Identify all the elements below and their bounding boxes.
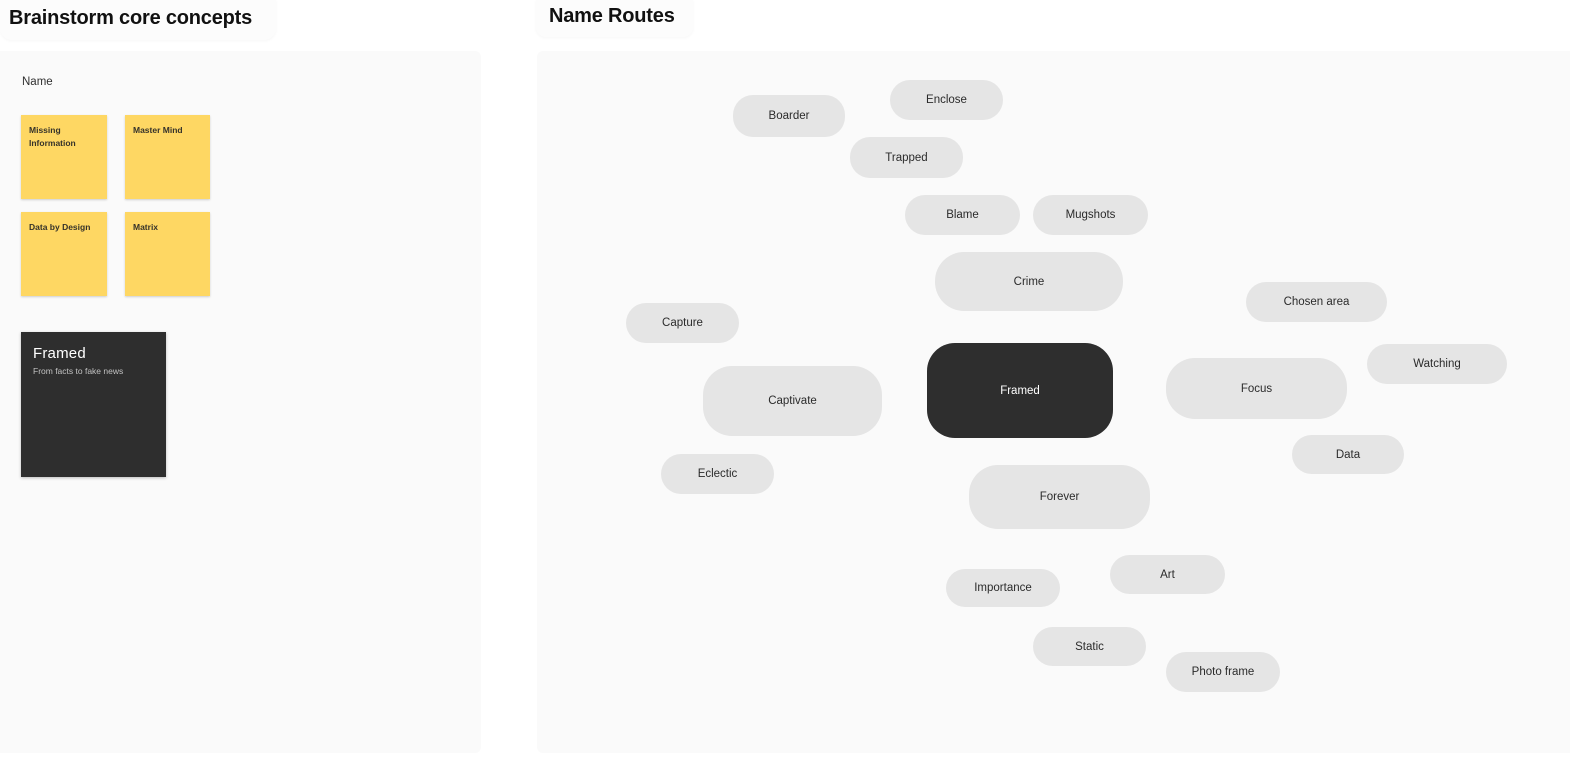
frame-name-routes: Enclose Boarder Trapped Blame Mugshots C… (537, 51, 1570, 753)
sticky-note-master-mind[interactable]: Master Mind (125, 115, 210, 199)
frame-title-name-routes[interactable]: Name Routes (536, 0, 693, 37)
sticky-note-matrix[interactable]: Matrix (125, 212, 210, 296)
idea-bubble-blame[interactable]: Blame (905, 195, 1020, 235)
idea-bubble-capture[interactable]: Capture (626, 303, 739, 343)
idea-bubble-focus[interactable]: Focus (1166, 358, 1347, 419)
idea-bubble-boarder[interactable]: Boarder (733, 95, 845, 137)
sticky-note-missing-information[interactable]: Missing Information (21, 115, 107, 199)
card-subtitle: From facts to fake news (33, 366, 124, 376)
idea-bubble-importance[interactable]: Importance (946, 569, 1060, 607)
sticky-note-data-by-design[interactable]: Data by Design (21, 212, 107, 296)
idea-bubble-framed[interactable]: Framed (927, 343, 1113, 438)
idea-bubble-photo-frame[interactable]: Photo frame (1166, 652, 1280, 692)
idea-bubble-enclose[interactable]: Enclose (890, 80, 1003, 120)
idea-bubble-mugshots[interactable]: Mugshots (1033, 195, 1148, 235)
idea-bubble-captivate[interactable]: Captivate (703, 366, 882, 436)
name-label: Name (22, 76, 53, 88)
idea-bubble-crime[interactable]: Crime (935, 252, 1123, 311)
framed-concept-card[interactable]: Framed From facts to fake news (21, 332, 166, 477)
idea-bubble-chosen-area[interactable]: Chosen area (1246, 282, 1387, 322)
idea-bubble-trapped[interactable]: Trapped (850, 137, 963, 178)
frame-brainstorm-core-concepts: Name Missing Information Master Mind Dat… (0, 51, 481, 753)
idea-bubble-data[interactable]: Data (1292, 435, 1404, 474)
idea-bubble-art[interactable]: Art (1110, 555, 1225, 594)
idea-bubble-forever[interactable]: Forever (969, 465, 1150, 529)
idea-bubble-static[interactable]: Static (1033, 627, 1146, 666)
frame-title-brainstorm[interactable]: Brainstorm core concepts (0, 0, 277, 40)
idea-bubble-eclectic[interactable]: Eclectic (661, 454, 774, 494)
card-title: Framed (33, 345, 86, 362)
idea-bubble-watching[interactable]: Watching (1367, 344, 1507, 384)
